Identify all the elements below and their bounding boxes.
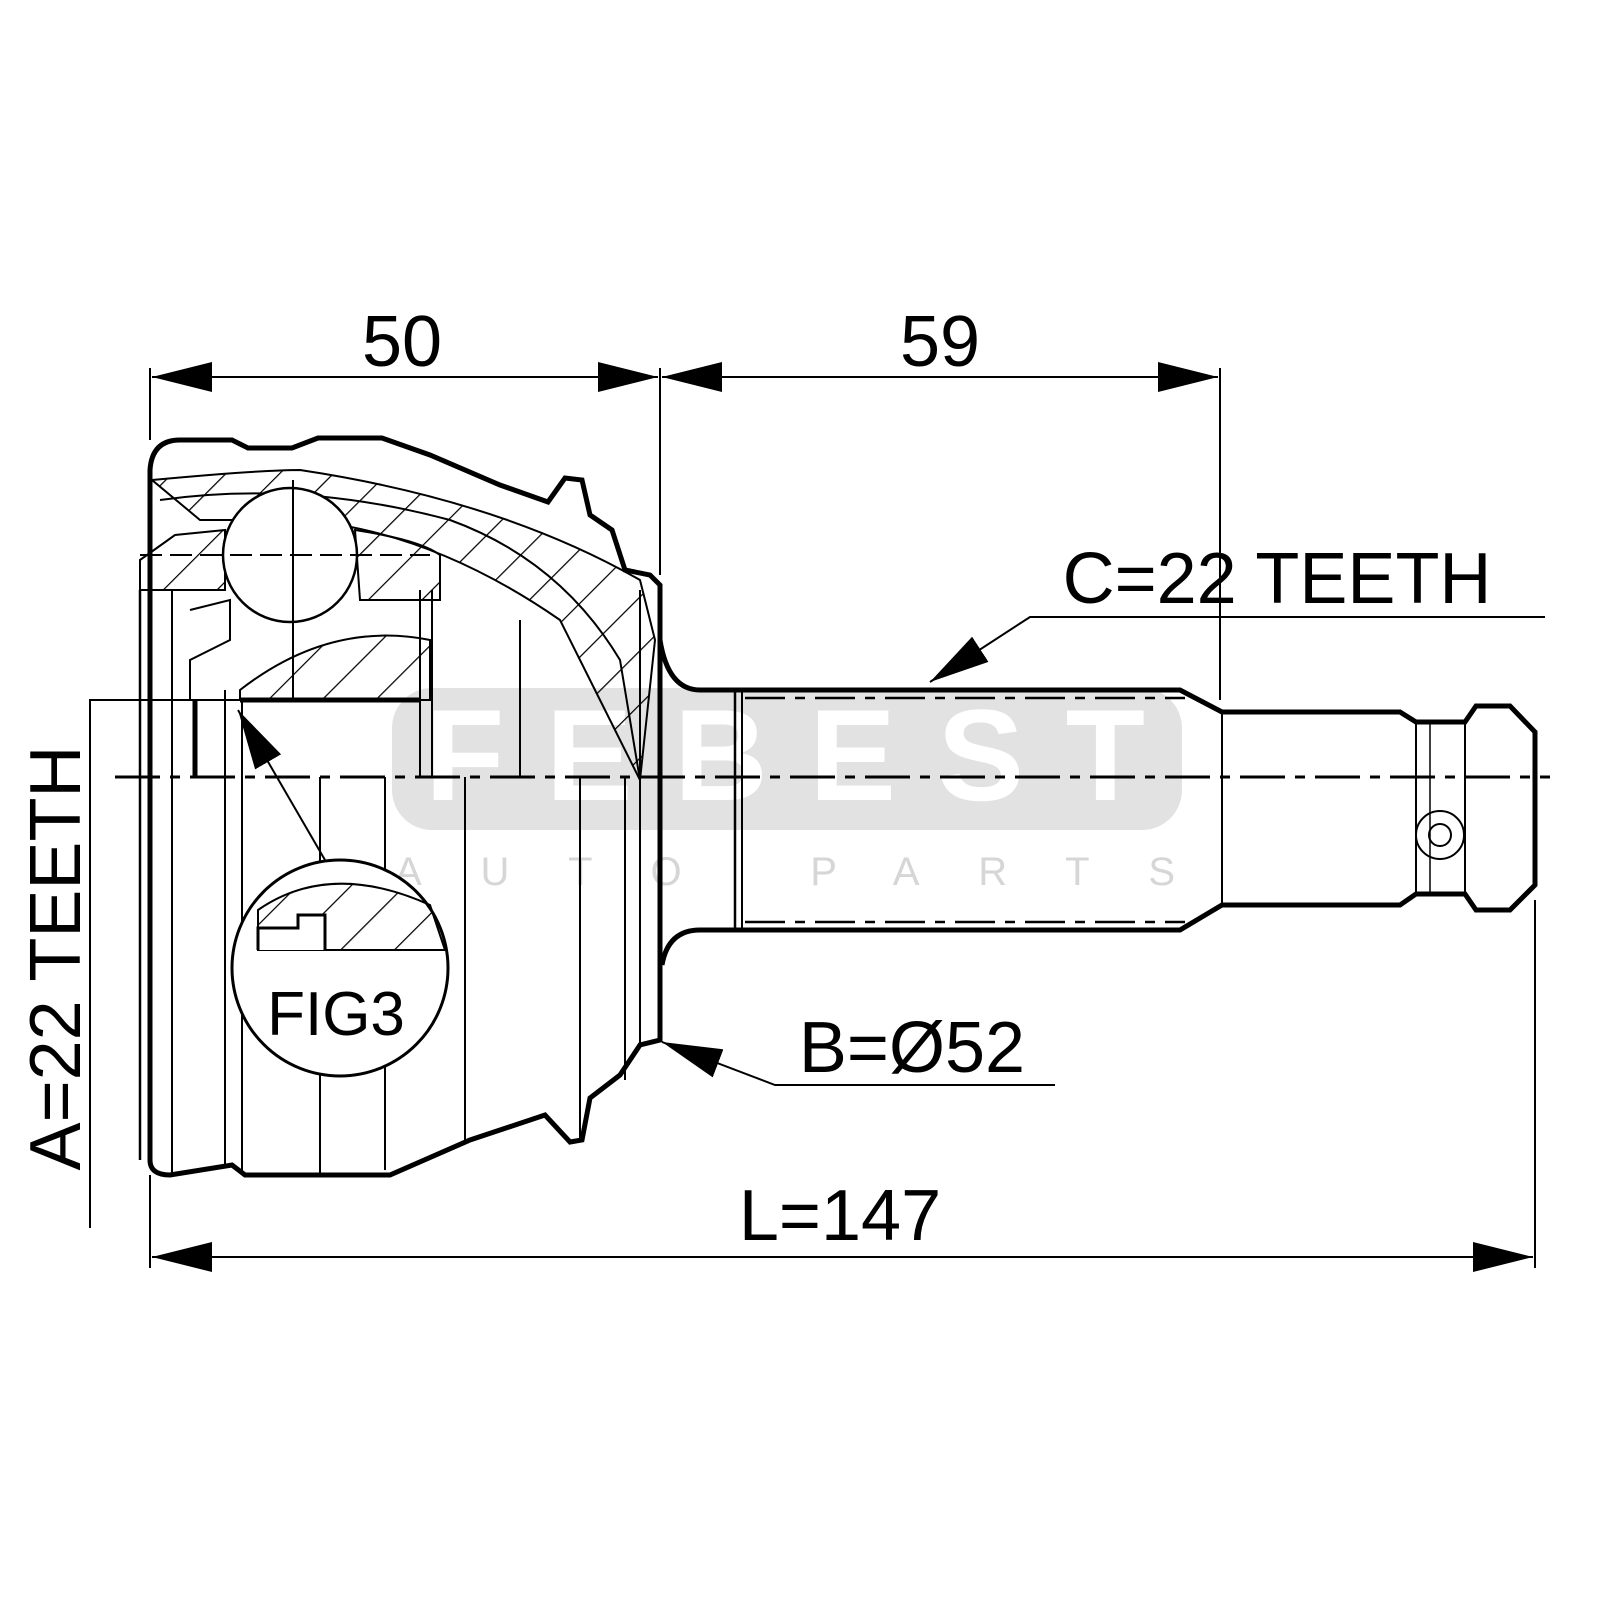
stub-shaft [657,639,1538,966]
fig3-detail: FIG3 [230,709,450,1078]
dimension-50: 50 [362,302,442,382]
watermark-badge [392,688,1182,830]
dimension-total-length: L=147 [739,1176,941,1256]
pin-hole [1415,810,1465,860]
outer-housing [138,435,663,1178]
dimensions [89,362,1545,1272]
fig3-label: FIG3 [267,980,405,1049]
outer-spline-teeth: C=22 TEETH [1063,539,1492,619]
dimension-59: 59 [900,302,980,382]
seal-diameter: B=Ø52 [799,1008,1025,1088]
watermark: FEBEST AUTO PARTS [392,682,1182,894]
inner-spline-teeth: A=22 TEETH [16,746,96,1171]
watermark-tagline: AUTO PARTS [395,850,1175,894]
